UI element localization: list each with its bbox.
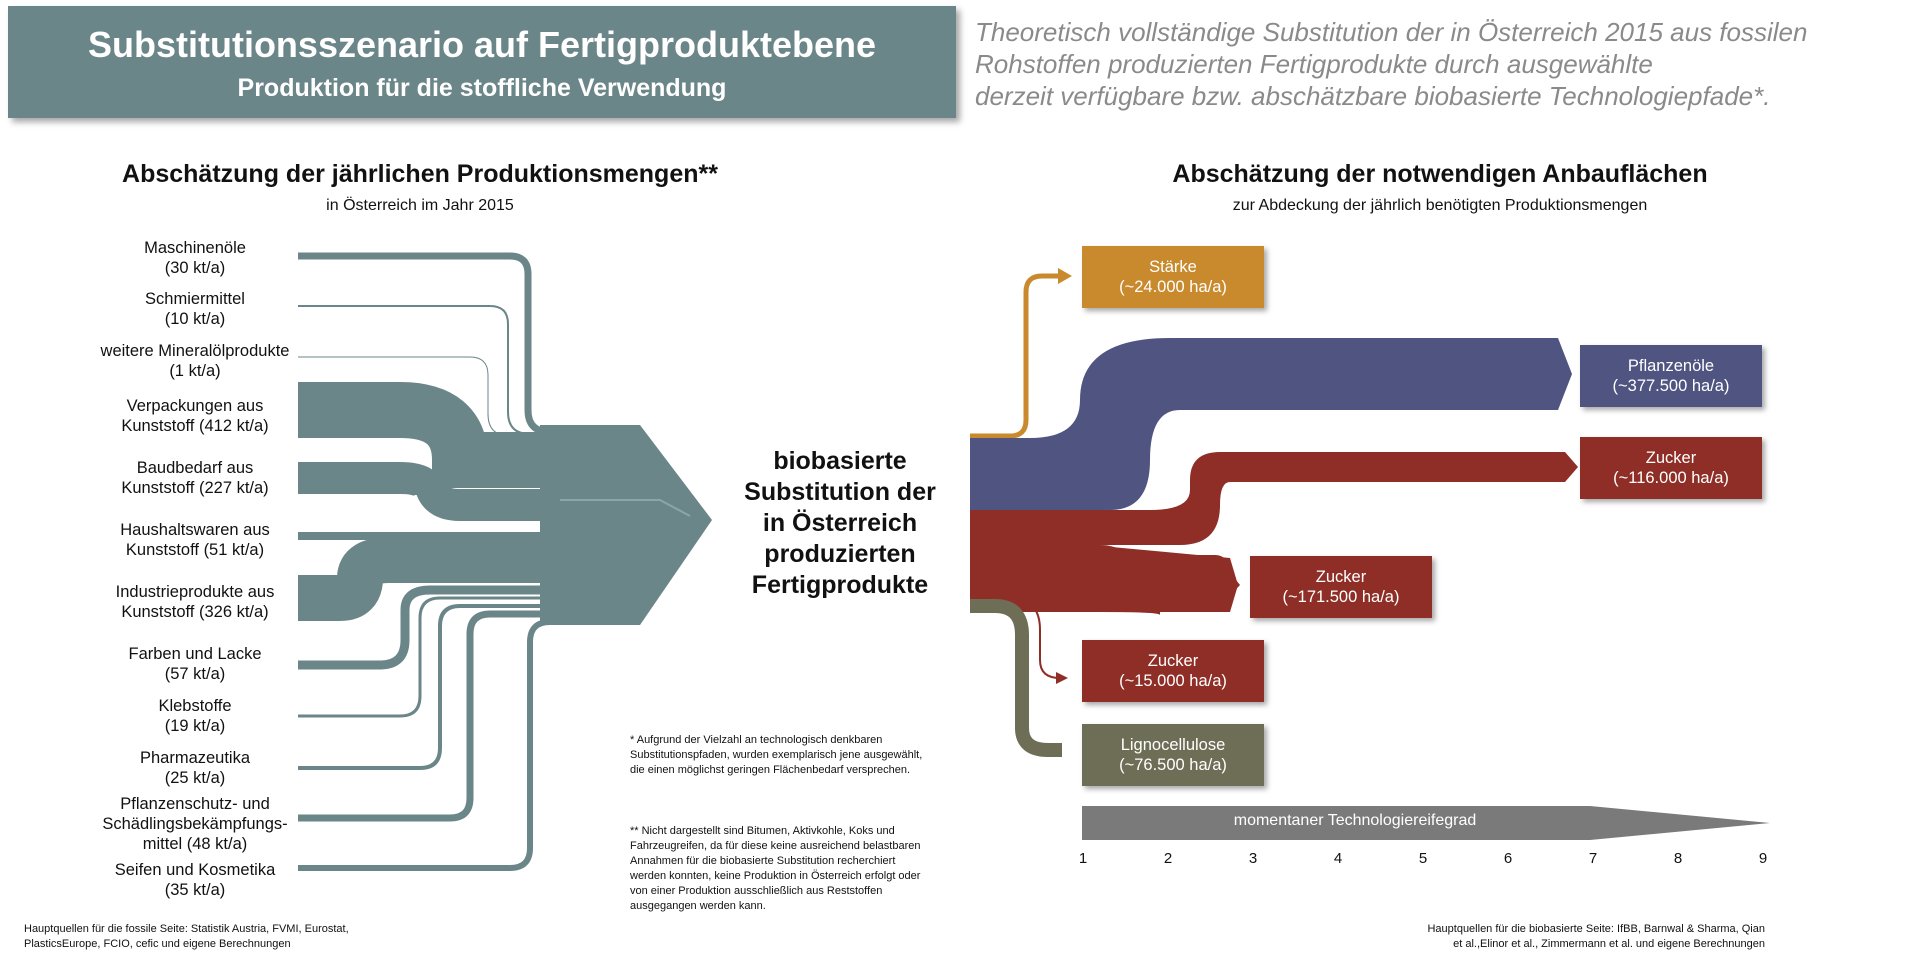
box-pflanzenoele: Pflanzenöle(~377.500 ha/a): [1580, 345, 1762, 407]
list-item: Klebstoffe(19 kt/a): [158, 697, 232, 735]
footnote-2: ** Nicht dargestellt sind Bitumen, Aktiv…: [630, 825, 921, 912]
flow-lignocellulose: [970, 599, 1062, 757]
flow-zucker-2b: [1080, 545, 1238, 612]
center-label: biobasierte Substitution der in Österrei…: [744, 447, 936, 599]
description-line: derzeit verfügbare bzw. abschätzbare bio…: [975, 81, 1771, 111]
description-line: Rohstoffen produzierten Fertigprodukte d…: [975, 49, 1653, 79]
flow-staerke: [970, 273, 1060, 439]
flow-zucker-3: [970, 597, 1061, 679]
list-item: Farben und Lacke(57 kt/a): [128, 645, 262, 683]
scale-tick: 3: [1248, 850, 1258, 867]
scale-tick: 4: [1333, 850, 1343, 867]
flow-industrie: [298, 537, 560, 621]
list-item: Pharmazeutika(25 kt/a): [139, 749, 251, 787]
footnote-1: * Aufgrund der Vielzahl an technologisch…: [630, 734, 923, 776]
flow-pharmazeutika: [298, 604, 560, 770]
scale-tick: 5: [1418, 850, 1428, 867]
flow-farben: [298, 585, 560, 670]
flow-verpackungen: [298, 382, 560, 488]
arrowhead-staerke: [1058, 268, 1072, 284]
box-lignocellulose: Lignocellulose(~76.500 ha/a): [1082, 724, 1264, 786]
title-box: Substitutionsszenario auf Fertigprodukte…: [8, 6, 956, 118]
scale-tick: 9: [1758, 850, 1768, 867]
left-section-subtitle: in Österreich im Jahr 2015: [326, 197, 514, 214]
right-section-subtitle: zur Abdeckung der jährlich benötigten Pr…: [1232, 197, 1648, 214]
box-zucker-3: Zucker(~15.000 ha/a): [1082, 640, 1264, 702]
list-item: weitere Mineralölprodukte(1 kt/a): [100, 342, 290, 380]
sources-fossil: Hauptquellen für die fossile Seite: Stat…: [24, 923, 349, 950]
left-section-title: Abschätzung der jährlichen Produktionsme…: [122, 160, 718, 188]
arrowhead-zucker-3: [1056, 672, 1068, 684]
flow-klebstoffe: [298, 596, 560, 718]
maturity-scale-bar: [1082, 806, 1770, 840]
flow-pflanzenschutz: [298, 610, 560, 822]
sources-bio: Hauptquellen für die biobasierte Seite: …: [1427, 923, 1765, 950]
flow-zucker-1: [970, 452, 1578, 545]
box-staerke: Stärke(~24.000 ha/a): [1082, 246, 1264, 308]
scale-tick: 6: [1503, 850, 1513, 867]
scale-tick: 7: [1588, 850, 1598, 867]
maturity-scale-label: momentaner Technologiereifegrad: [1233, 812, 1477, 829]
flow-pflanzenoele: [970, 338, 1572, 510]
page-title: Substitutionsszenario auf Fertigprodukte…: [87, 24, 877, 65]
scale-tick: 8: [1673, 850, 1683, 867]
list-item: Maschinenöle(30 kt/a): [144, 239, 246, 277]
flow-baudbedarf: [298, 462, 560, 521]
scale-tick: 2: [1163, 850, 1173, 867]
description: Theoretisch vollständige Substitution de…: [975, 16, 1915, 112]
box-zucker-2: Zucker(~171.500 ha/a): [1250, 556, 1432, 618]
right-section-title: Abschätzung der notwendigen Anbauflächen: [1172, 160, 1708, 188]
arrow-highlight: [560, 499, 691, 517]
main-arrow: [540, 425, 712, 625]
box-zucker-1: Zucker(~116.000 ha/a): [1580, 437, 1762, 499]
scale-tick: 1: [1078, 850, 1088, 867]
page-subtitle: Produktion für die stoffliche Verwendung: [237, 74, 727, 102]
list-item: Schmiermittel(10 kt/a): [145, 290, 245, 328]
description-line: Theoretisch vollständige Substitution de…: [975, 17, 1808, 47]
list-item: Seifen und Kosmetika(35 kt/a): [114, 861, 276, 899]
